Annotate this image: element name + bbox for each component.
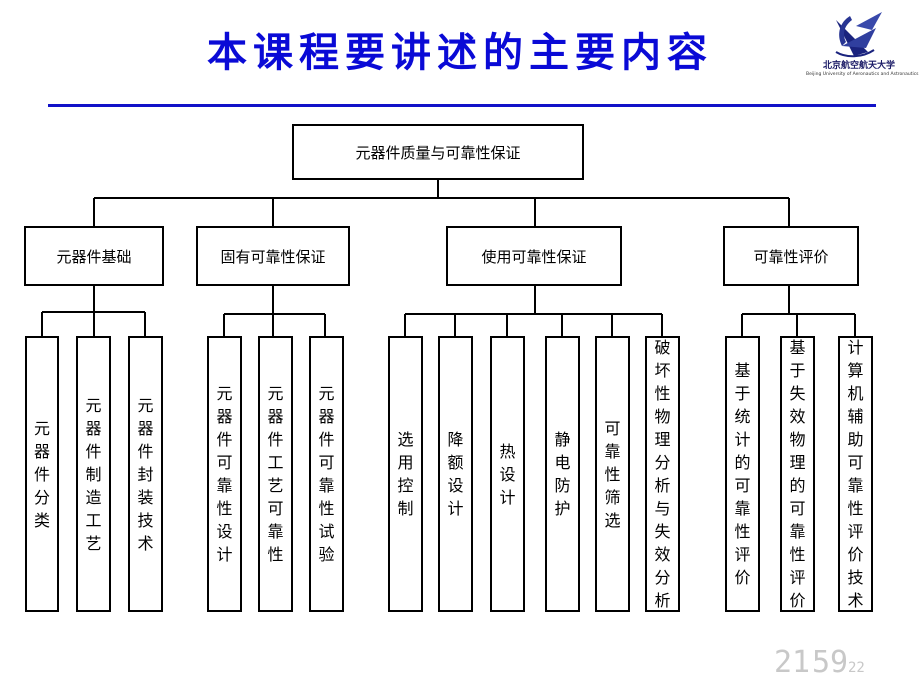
root-node-label: 元器件质量与可靠性保证 — [355, 143, 521, 162]
leaf-node: 计算机辅助可靠性评价技术 — [838, 336, 873, 612]
page-number: 22 — [848, 660, 865, 676]
category-label: 固有可靠性保证 — [220, 247, 326, 266]
leaf-label: 热设计 — [499, 441, 516, 507]
logo-name-en: Beijing University of Aeronautics and As… — [806, 72, 919, 77]
category-label: 元器件基础 — [56, 247, 132, 266]
leaf-label: 静电防护 — [554, 430, 571, 518]
leaf-node: 元器件封装技术 — [128, 336, 163, 612]
category-node: 固有可靠性保证 — [196, 226, 350, 286]
leaf-node: 可靠性筛选 — [595, 336, 630, 612]
leaf-label: 基于失效物理的可靠性评价 — [789, 338, 806, 610]
clock-hour: 21 — [774, 645, 810, 680]
root-node: 元器件质量与可靠性保证 — [292, 124, 584, 180]
clock-minute: 59 — [812, 645, 848, 680]
leaf-label: 元器件可靠性试验 — [318, 384, 335, 564]
leaf-label: 可靠性筛选 — [604, 418, 621, 530]
leaf-node: 基于失效物理的可靠性评价 — [780, 336, 815, 612]
leaf-label: 基于统计的可靠性评价 — [734, 361, 751, 587]
leaf-node: 元器件工艺可靠性 — [258, 336, 293, 612]
category-node: 元器件基础 — [24, 226, 164, 286]
leaf-node: 破坏性物理分析与失效分析 — [645, 336, 680, 612]
leaf-node: 元器件可靠性设计 — [207, 336, 242, 612]
title-divider — [48, 104, 876, 107]
slide-title: 本课程要讲述的主要内容 — [207, 30, 713, 76]
leaf-label: 元器件封装技术 — [137, 395, 154, 553]
leaf-label: 降额设计 — [447, 430, 464, 518]
leaf-node: 基于统计的可靠性评价 — [725, 336, 760, 612]
category-node: 可靠性评价 — [723, 226, 859, 286]
leaf-node: 静电防护 — [545, 336, 580, 612]
logo-name-cn: 北京航空航天大学 — [822, 61, 895, 71]
leaf-node: 元器件分类 — [25, 336, 59, 612]
leaf-node: 热设计 — [490, 336, 525, 612]
leaf-label: 元器件制造工艺 — [85, 395, 102, 553]
leaf-label: 元器件可靠性设计 — [216, 384, 233, 564]
leaf-node: 元器件可靠性试验 — [309, 336, 344, 612]
leaf-node: 选用控制 — [388, 336, 423, 612]
leaf-label: 计算机辅助可靠性评价技术 — [847, 338, 864, 610]
leaf-label: 元器件分类 — [33, 418, 50, 530]
leaf-label: 选用控制 — [397, 430, 414, 518]
category-label: 使用可靠性保证 — [481, 247, 587, 266]
leaf-label: 破坏性物理分析与失效分析 — [654, 338, 671, 610]
leaf-node: 元器件制造工艺 — [76, 336, 111, 612]
category-node: 使用可靠性保证 — [446, 226, 622, 286]
slide-clock: 21 59 22 — [774, 645, 865, 680]
category-label: 可靠性评价 — [753, 247, 829, 266]
leaf-node: 降额设计 — [438, 336, 473, 612]
leaf-label: 元器件工艺可靠性 — [267, 384, 284, 564]
university-logo-icon — [835, 12, 882, 58]
